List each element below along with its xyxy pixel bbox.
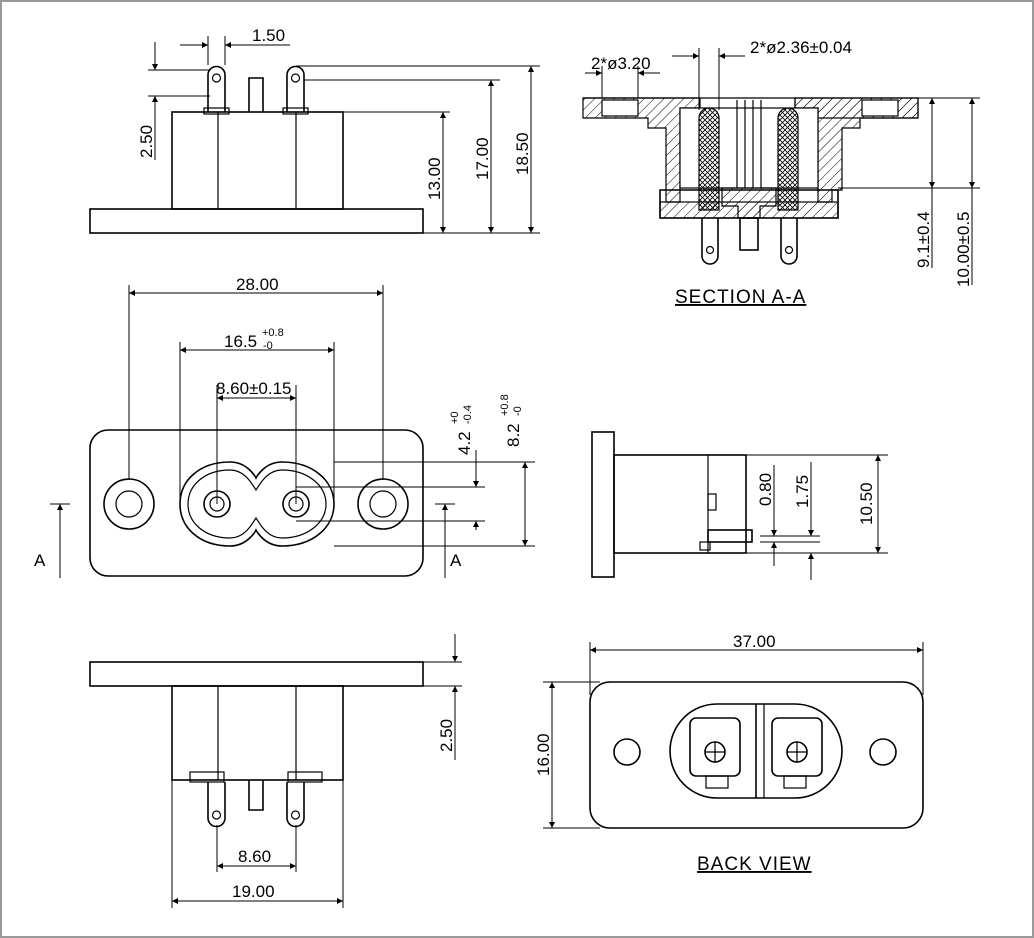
dim-side-step: 1.75 bbox=[793, 475, 812, 508]
dim-section-holes: 2*ø3.20 bbox=[591, 54, 651, 73]
svg-text:+0.8: +0.8 bbox=[499, 394, 511, 416]
side-flange bbox=[591, 431, 615, 578]
dim-front-pin-pitch: 8.60±0.15 bbox=[216, 379, 292, 398]
section-marker-left: A bbox=[34, 551, 46, 570]
back-view: 37.00 16.00 BACK VIEW bbox=[534, 632, 924, 875]
dim-top-body-height: 13.00 bbox=[425, 157, 444, 200]
section-title: SECTION A-A bbox=[675, 287, 806, 308]
back-title: BACK VIEW bbox=[697, 854, 812, 875]
svg-text:-0: -0 bbox=[263, 340, 273, 352]
top-body bbox=[171, 111, 344, 210]
top-flange bbox=[89, 208, 424, 234]
section-marker-right: A bbox=[450, 551, 462, 570]
dim-section-depth1: 9.1±0.4 bbox=[914, 211, 933, 268]
top-center-tab bbox=[248, 77, 264, 112]
section-pin-left bbox=[701, 218, 719, 265]
dim-top-pin-width: 1.50 bbox=[252, 26, 285, 45]
dim-top-height-mid: 17.00 bbox=[473, 137, 492, 180]
svg-text:+0: +0 bbox=[449, 411, 461, 424]
dim-front-opening: 16.5 bbox=[224, 332, 257, 351]
front-view: 28.00 16.5 +0.8 -0 8.60±0.15 4.2 +0 -0.4… bbox=[34, 275, 535, 578]
front-socket-outline bbox=[179, 461, 335, 547]
dim-top-pin-drop: 2.50 bbox=[137, 125, 156, 158]
front-flange bbox=[89, 429, 424, 577]
dim-side-gap: 0.80 bbox=[756, 473, 775, 506]
top-pin-right bbox=[286, 65, 305, 112]
dim-section-depth2: 10.00±0.5 bbox=[954, 211, 973, 287]
bottom-view: 2.50 8.60 19.00 bbox=[89, 634, 462, 908]
dim-back-height: 16.00 bbox=[534, 733, 553, 776]
section-contact-right bbox=[777, 107, 799, 211]
dim-bottom-width: 19.00 bbox=[232, 882, 275, 901]
dim-bottom-flange: 2.50 bbox=[437, 719, 456, 752]
top-pin-left bbox=[207, 65, 226, 112]
bottom-body bbox=[171, 685, 344, 781]
dim-front-width-total: 28.00 bbox=[236, 275, 279, 294]
bottom-pin-right bbox=[286, 782, 305, 828]
svg-text:-0: -0 bbox=[512, 406, 524, 416]
dim-front-h1: 4.2 bbox=[455, 431, 474, 455]
top-view: 1.50 2.50 13.00 17.00 18.50 bbox=[89, 26, 540, 234]
dim-side-height: 10.50 bbox=[857, 482, 876, 525]
dim-front-h2: 8.2 bbox=[504, 423, 523, 447]
back-flange bbox=[589, 681, 924, 829]
dim-top-height-total: 18.50 bbox=[513, 132, 532, 175]
side-body bbox=[613, 454, 747, 554]
bottom-pin-left bbox=[207, 782, 226, 828]
section-contact-left bbox=[698, 107, 720, 211]
dim-bottom-pitch: 8.60 bbox=[238, 847, 271, 866]
svg-text:-0.4: -0.4 bbox=[462, 405, 474, 424]
bottom-flange bbox=[89, 661, 424, 687]
svg-text:+0.8: +0.8 bbox=[262, 327, 284, 339]
dim-section-pins: 2*ø2.36±0.04 bbox=[750, 38, 852, 57]
bottom-center-tab bbox=[248, 780, 264, 811]
section-pin-right bbox=[780, 218, 798, 265]
dim-back-width: 37.00 bbox=[733, 632, 776, 651]
side-view: 10.50 0.80 1.75 bbox=[591, 431, 888, 580]
section-view: 2*ø3.20 2*ø2.36±0.04 9.1±0.4 10.00±0.5 S… bbox=[582, 38, 980, 308]
